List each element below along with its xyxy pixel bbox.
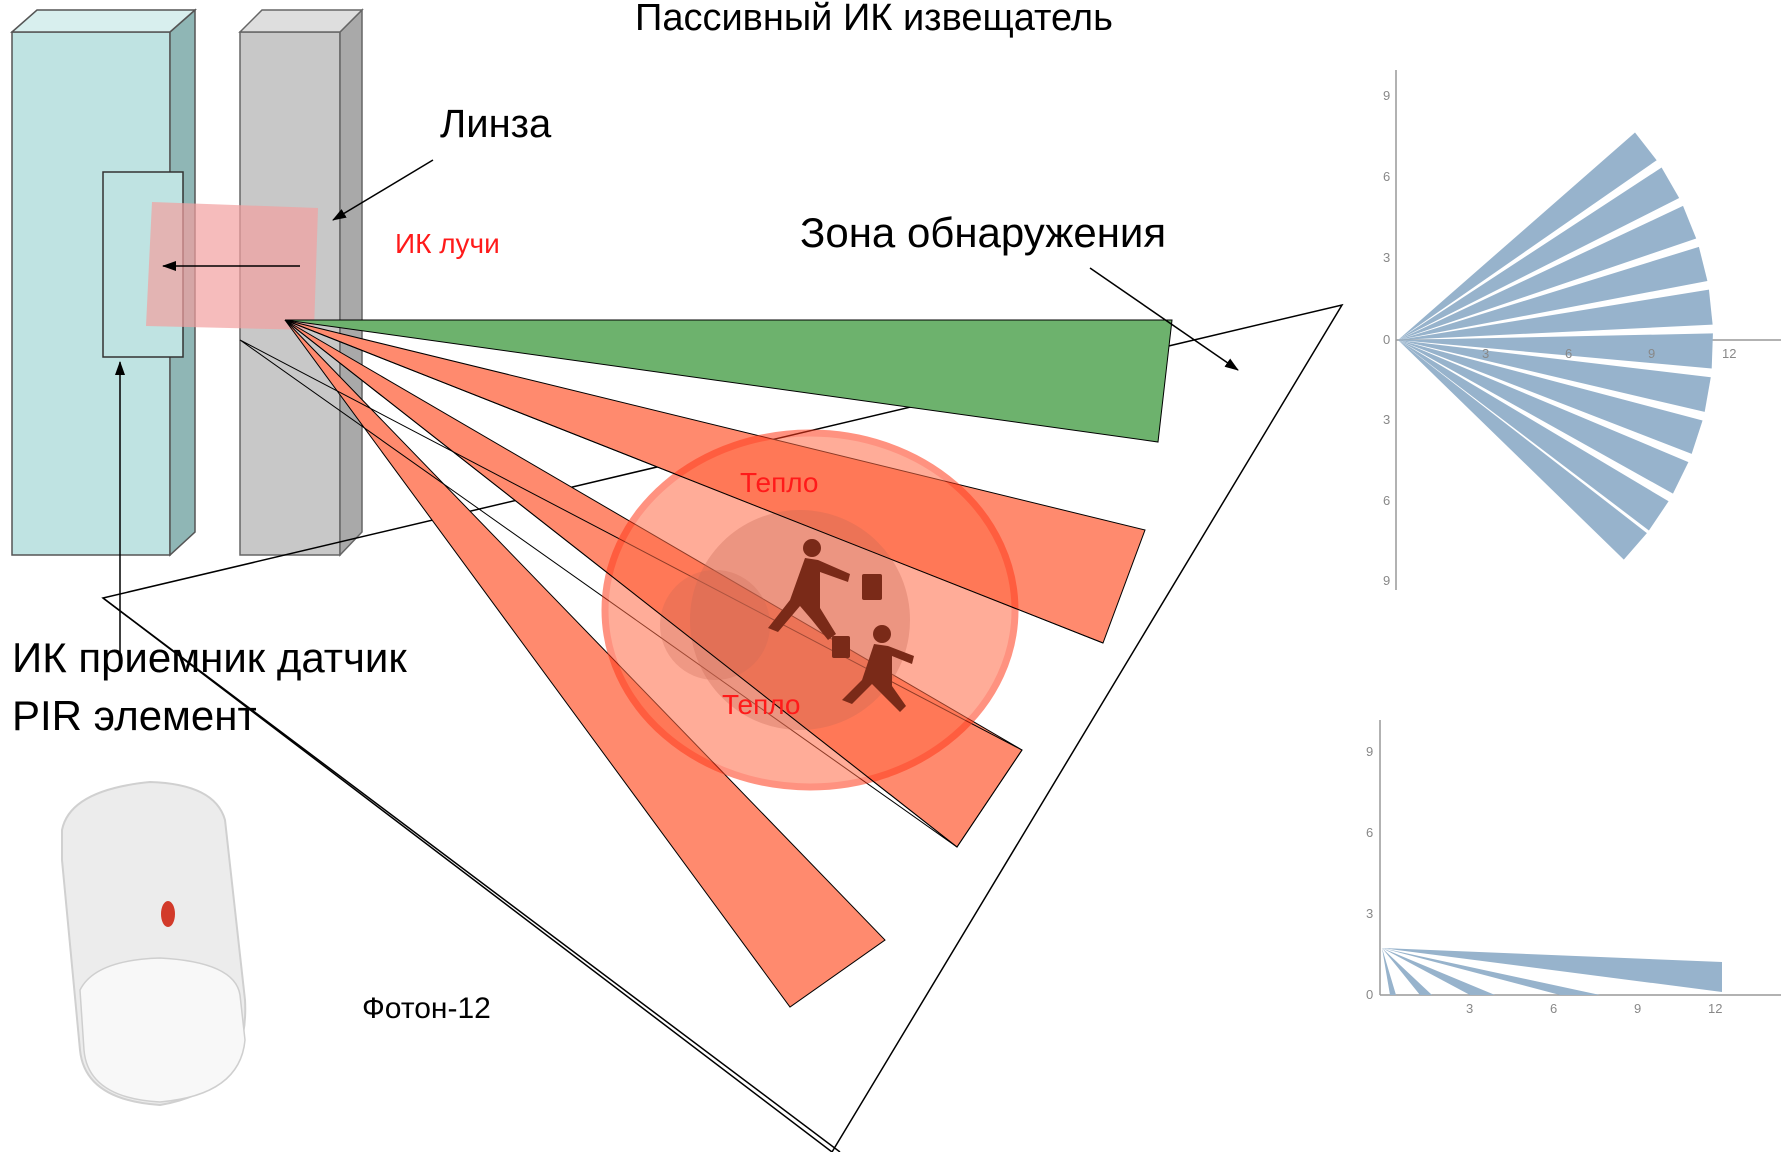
top-xtick-12: 12	[1722, 346, 1736, 361]
bottom-ytick-9: 9	[1366, 744, 1373, 759]
zone-edge-lower	[102, 597, 841, 1152]
bottom-coverage-chart: 9 6 3 0 3 6 9 12	[1366, 720, 1781, 1016]
lens-label: Линза	[440, 102, 552, 146]
bottom-xtick-3: 3	[1466, 1001, 1473, 1016]
bottom-fan-zone-1	[1382, 948, 1722, 992]
top-ytick-9u: 9	[1383, 88, 1390, 103]
bottom-fan-zone-4	[1382, 948, 1432, 995]
bottom-fan-zone-5	[1382, 948, 1396, 995]
top-ytick-3u: 3	[1383, 250, 1390, 265]
lens-pointer	[332, 159, 434, 221]
receiver-label-line1: ИК приемник датчик	[12, 634, 407, 681]
top-fan-zone-4	[1398, 246, 1708, 340]
top-ytick-6d: 6	[1383, 493, 1390, 508]
detector-housing	[10, 8, 197, 557]
beam-edge-1	[284, 319, 1104, 644]
running-person-2	[832, 625, 914, 712]
led-indicator	[161, 901, 175, 927]
bottom-xtick-6: 6	[1550, 1001, 1557, 1016]
bottom-ytick-0: 0	[1366, 987, 1373, 1002]
top-ytick-6u: 6	[1383, 169, 1390, 184]
top-fan-zone-11	[1398, 340, 1647, 560]
top-fan-zone-9	[1398, 340, 1689, 494]
top-xtick-9: 9	[1648, 346, 1655, 361]
top-fan-zone-3	[1398, 205, 1697, 340]
top-ytick-3d: 3	[1383, 412, 1390, 427]
bottom-ytick-3: 3	[1366, 906, 1373, 921]
top-ytick-0: 0	[1383, 332, 1390, 347]
page-title: Пассивный ИК извещатель	[635, 0, 1113, 39]
device-photo	[61, 780, 247, 1107]
top-ytick-9d: 9	[1383, 573, 1390, 588]
top-xtick-3: 3	[1482, 346, 1489, 361]
bottom-ytick-6: 6	[1366, 825, 1373, 840]
detection-zone-label: Зона обнаружения	[800, 209, 1166, 256]
running-person-1	[768, 539, 882, 640]
beam-edge-2	[284, 319, 958, 848]
top-fan-zone-5	[1398, 289, 1713, 340]
top-fan-zone-10	[1398, 340, 1669, 531]
detection-zone-pointer	[1089, 267, 1239, 371]
beam-green	[284, 319, 1173, 443]
heat-label-bottom: Тепло	[722, 689, 801, 720]
top-coverage-chart: 9 6 3 0 3 6 9 3 6 9 12	[1383, 70, 1781, 590]
top-fan-zone-6	[1398, 333, 1713, 369]
receiver-label-line2: PIR элемент	[12, 692, 257, 739]
bottom-fan-zone-2	[1382, 948, 1600, 995]
heat-label-top: Тепло	[740, 467, 819, 498]
top-xtick-6: 6	[1565, 346, 1572, 361]
bottom-xtick-9: 9	[1634, 1001, 1641, 1016]
top-fan-zone-8	[1398, 340, 1703, 454]
bottom-xtick-12: 12	[1708, 1001, 1722, 1016]
bottom-fan-zone-3	[1382, 948, 1495, 995]
beam-red-3	[284, 319, 886, 1008]
top-fan-zone-2	[1398, 167, 1680, 340]
top-fan-zone-1	[1398, 132, 1657, 340]
ir-rays-label: ИК лучи	[395, 228, 500, 259]
device-name-label: Фотон-12	[362, 992, 491, 1025]
heat-source	[601, 429, 1019, 791]
top-fan-zone-7	[1398, 340, 1711, 412]
